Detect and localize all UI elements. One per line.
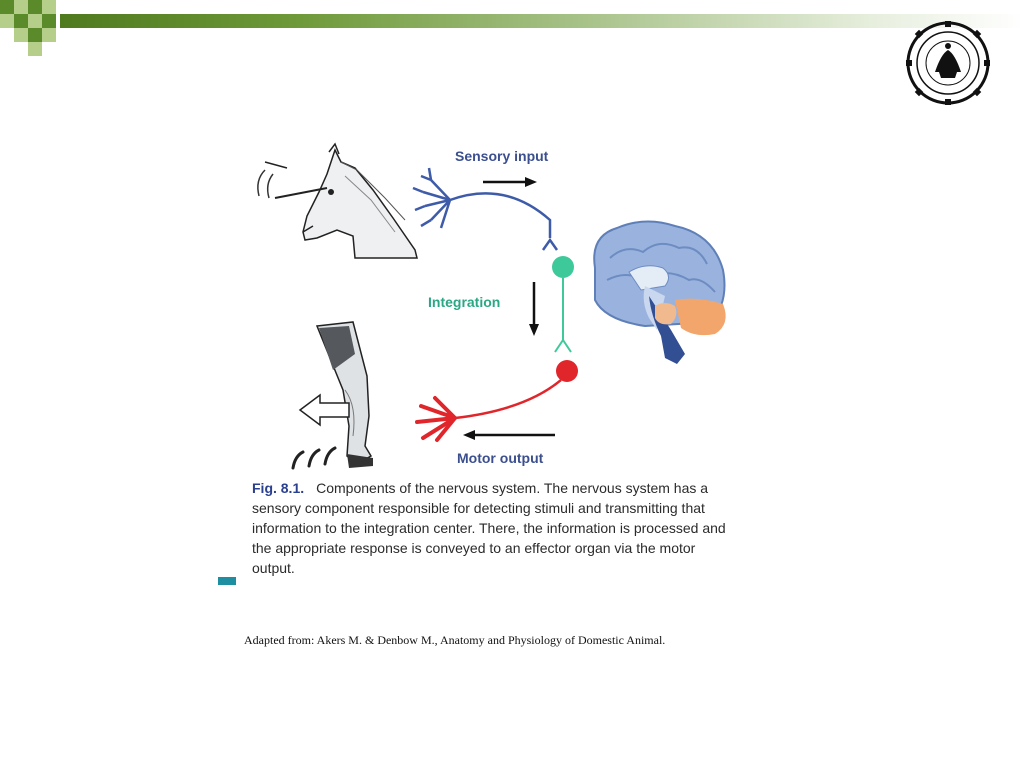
decor-square [28,42,42,56]
horse-head-illustration [257,142,418,259]
figure-caption: Fig. 8.1.Components of the nervous syste… [252,478,732,578]
nervous-system-diagram: Sensory input Integration Motor output [245,140,735,470]
decor-square [0,0,14,14]
caption-marker [218,577,236,585]
decor-square [14,28,28,42]
sensory-neuron [412,167,559,251]
header-gradient-bar [60,14,1024,28]
motor-neuron [415,360,578,442]
motor-output-label: Motor output [457,450,544,466]
decor-square [28,0,42,14]
source-citation: Adapted from: Akers M. & Denbow M., Anat… [244,633,666,647]
direction-arrows [463,177,555,440]
brain-illustration [593,220,726,364]
integration-label: Integration [428,294,501,310]
decor-square [28,14,42,28]
movement-arrow-icon [298,393,350,427]
decor-square [14,0,28,14]
caption-text: Components of the nervous system. The ne… [252,480,726,576]
decor-square [0,14,14,28]
sensory-input-label: Sensory input [455,148,549,164]
horse-leg-illustration [315,321,373,468]
decor-square [42,28,56,42]
integration-neuron [552,256,574,353]
decor-square [42,0,56,14]
decor-square [42,14,56,28]
figure-number: Fig. 8.1. [252,480,305,496]
decor-square [28,28,42,42]
movement-marks [291,446,337,470]
decor-square [14,14,28,28]
university-seal-logo [906,21,990,105]
diagram-artwork [257,142,726,470]
header-decoration [0,0,1024,62]
